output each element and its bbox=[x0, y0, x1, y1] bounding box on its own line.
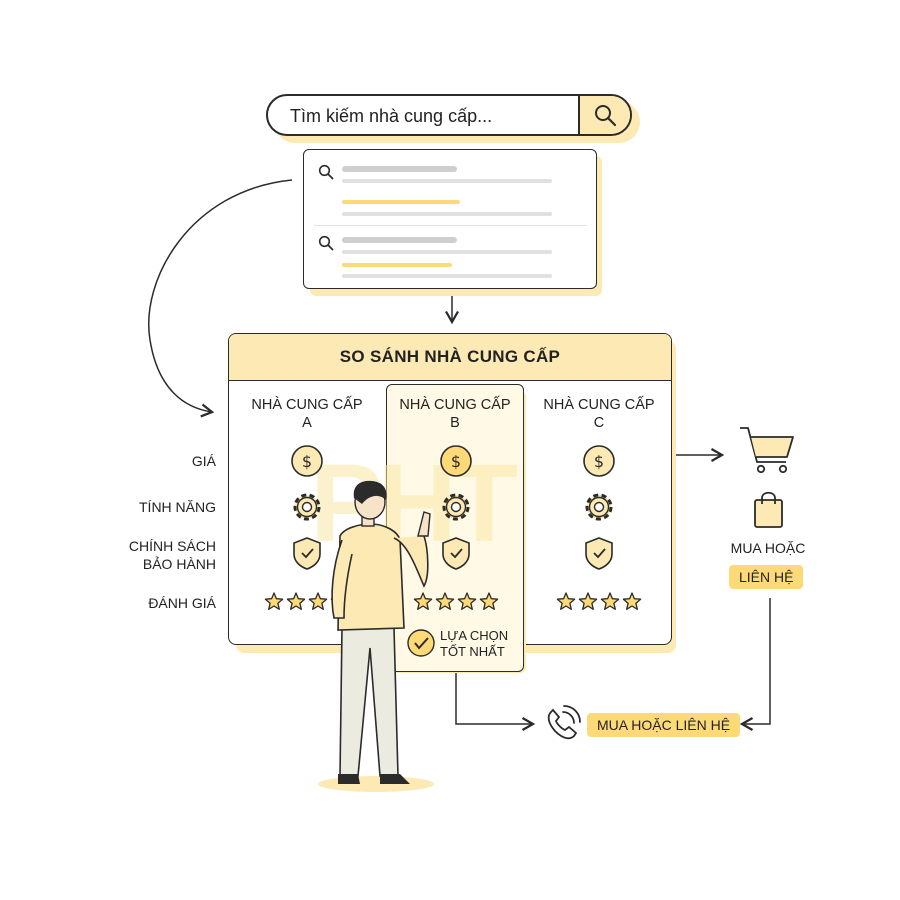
star-icon bbox=[308, 592, 328, 610]
supplier-c-header: NHÀ CUNG CẤP C bbox=[534, 396, 664, 432]
supplier-a-header: NHÀ CUNG CẤP A bbox=[242, 396, 372, 432]
result-line-highlight bbox=[342, 263, 452, 267]
supplier-b-column[interactable] bbox=[386, 384, 524, 672]
check-circle-icon bbox=[407, 629, 435, 657]
search-bar[interactable]: Tìm kiếm nhà cung cấp... bbox=[266, 94, 632, 136]
star-icon bbox=[600, 592, 620, 610]
result-line bbox=[342, 250, 552, 254]
row-label-price: GIÁ bbox=[191, 453, 216, 469]
search-icon bbox=[595, 105, 617, 127]
shield-check-icon bbox=[585, 537, 613, 570]
result-divider bbox=[314, 225, 586, 226]
supplier-name: NHÀ CUNG CẤP bbox=[251, 397, 363, 413]
best-choice-line: LỰA CHỌN bbox=[440, 628, 509, 643]
result-line bbox=[342, 179, 552, 183]
shield-check-icon bbox=[442, 537, 470, 570]
best-choice-label: LỰA CHỌN TỐT NHẤT bbox=[440, 628, 508, 660]
result-line bbox=[342, 237, 457, 243]
best-choice-line: TỐT NHẤT bbox=[440, 644, 505, 659]
star-icon bbox=[479, 592, 499, 610]
row-label-rating: ĐÁNH GIÁ bbox=[148, 595, 216, 611]
buy-or-contact-button[interactable]: MUA HOẶC LIÊN HỆ bbox=[587, 713, 741, 737]
contact-badge-button[interactable]: LIÊN HỆ bbox=[729, 565, 804, 589]
star-icon bbox=[622, 592, 642, 610]
buy-or-label: MUA HOẶC bbox=[730, 540, 806, 556]
supplier-letter: B bbox=[450, 415, 460, 431]
comparison-title: SO SÁNH NHÀ CUNG CẤP bbox=[229, 334, 671, 381]
phone-icon bbox=[547, 705, 581, 740]
supplier-b-header: NHÀ CUNG CẤP B bbox=[390, 396, 520, 432]
supplier-name: NHÀ CUNG CẤP bbox=[399, 397, 511, 413]
svg-text:$: $ bbox=[302, 452, 312, 471]
rating-stars bbox=[264, 592, 642, 610]
gear-icon bbox=[442, 493, 470, 521]
dollar-coin-icon: $ bbox=[583, 445, 615, 477]
shopping-cart-icon bbox=[740, 427, 794, 474]
result-line bbox=[342, 212, 552, 216]
star-icon bbox=[556, 592, 576, 610]
row-label-features: TÍNH NĂNG bbox=[139, 499, 216, 515]
person-illustration bbox=[318, 480, 434, 792]
supplier-name: NHÀ CUNG CẤP bbox=[543, 397, 655, 413]
gear-icon bbox=[585, 493, 613, 521]
star-icon bbox=[413, 592, 433, 610]
result-line bbox=[342, 274, 552, 278]
svg-text:$: $ bbox=[594, 452, 604, 471]
row-label-line: BẢO HÀNH bbox=[142, 556, 216, 572]
row-label-warranty: CHÍNH SÁCH BẢO HÀNH bbox=[106, 537, 216, 573]
search-input[interactable]: Tìm kiếm nhà cung cấp... bbox=[290, 106, 493, 126]
supplier-letter: A bbox=[302, 415, 312, 431]
search-icon bbox=[318, 235, 334, 251]
result-line-highlight bbox=[342, 200, 460, 204]
star-icon bbox=[286, 592, 306, 610]
shield-check-icon bbox=[293, 537, 321, 570]
star-icon bbox=[457, 592, 477, 610]
search-button[interactable] bbox=[578, 96, 630, 134]
dollar-coin-icon: $ bbox=[440, 445, 472, 477]
star-icon bbox=[578, 592, 598, 610]
svg-text:$: $ bbox=[451, 452, 461, 471]
search-icon bbox=[318, 164, 334, 180]
shopping-bag-icon bbox=[754, 491, 783, 528]
search-results-box bbox=[303, 149, 597, 289]
supplier-letter: C bbox=[593, 415, 605, 431]
result-line bbox=[342, 166, 457, 172]
dollar-coin-icon: $ bbox=[291, 445, 323, 477]
row-label-line: CHÍNH SÁCH bbox=[128, 538, 216, 554]
star-icon bbox=[435, 592, 455, 610]
gear-icon bbox=[293, 493, 321, 521]
star-icon bbox=[264, 592, 284, 610]
